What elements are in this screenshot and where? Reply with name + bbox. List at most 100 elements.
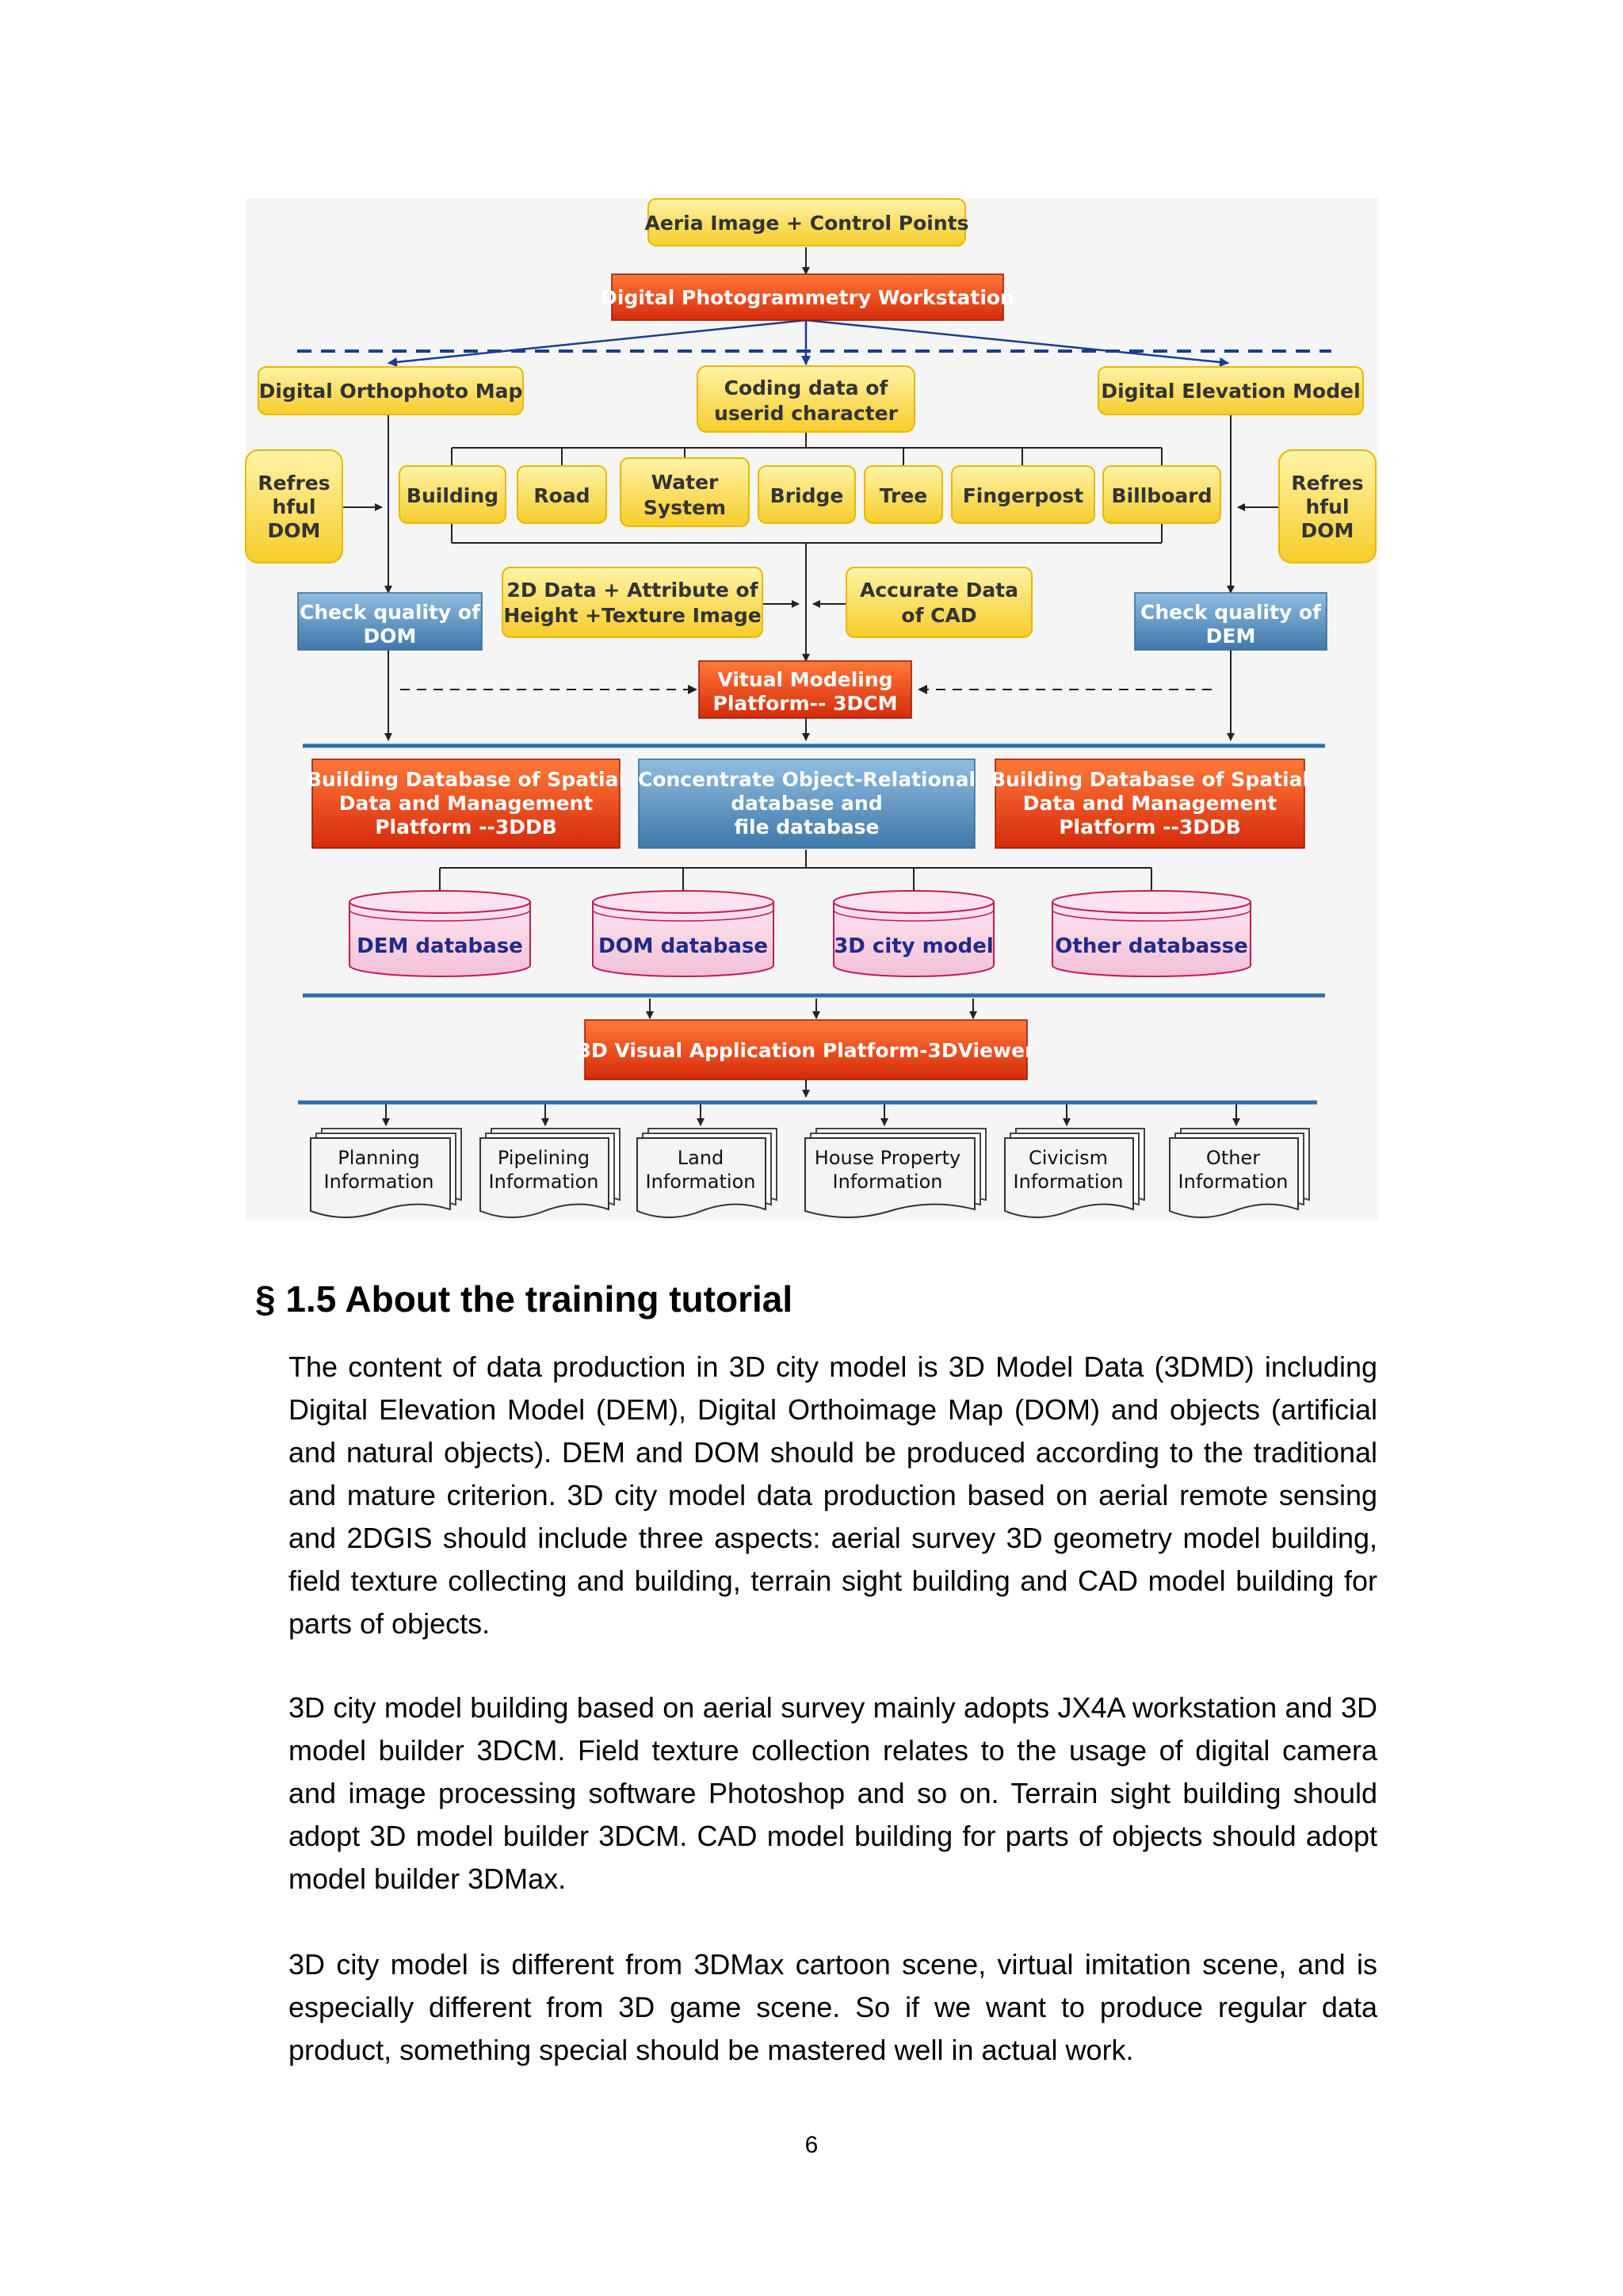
modeling-line1: Vitual Modeling [717,668,892,691]
page-number: 6 [804,2132,819,2158]
input-label: Aeria Image + Control Points [645,212,969,235]
section-symbol: § [255,1278,276,1320]
workstation-label: Digital Photogrammetry Workstation [601,286,1014,309]
object-building-label: Building [407,484,498,507]
refresh-right-line3: DOM [1301,519,1354,542]
data-2d-line2: Height +Texture Image [503,604,761,627]
check-dem-box [1134,592,1327,651]
check-dem-line2: DEM [1206,625,1256,648]
object-tree-label: Tree [880,484,928,507]
modeling-line2: Platform-- 3DCM [713,692,898,715]
cad-line1: Accurate Data [860,579,1018,602]
output-land-line1: Land [678,1147,724,1169]
output-pipelining-line2: Information [489,1171,599,1193]
object-fingerpost-label: Fingerpost [963,484,1084,507]
output-pipelining-line1: Pipelining [498,1147,590,1169]
output-pipelining: Pipelining Information [479,1128,621,1218]
paragraph-2: 3D city model building based on aerial s… [288,1691,1377,1895]
viewer-label: 3D Visual Application Platform-3DViewer [578,1039,1035,1062]
object-billboard-box [1102,465,1221,524]
dem-model-box [1098,366,1364,415]
coding-label-line1: Coding data of [724,376,889,399]
data-2d-box [502,567,763,638]
db-platform-right-box [995,758,1305,849]
workstation-box [611,273,1004,321]
output-planning-line1: Planning [338,1147,419,1169]
output-house-property-line2: Information [833,1171,943,1193]
paragraph-3: 3D city model is different from 3DMax ca… [288,1948,1377,2066]
object-water-label-line1: Water [651,471,719,494]
db-cylinder-3d-city: 3D city model [833,890,995,977]
coding-box [697,365,915,433]
object-fingerpost-box [951,465,1095,524]
output-land-line2: Information [646,1171,756,1193]
cad-line2: of CAD [901,604,976,627]
object-bridge-label: Bridge [770,484,844,507]
object-water-box [620,457,750,527]
refresh-right-line2: hful [1305,495,1349,518]
database-cylinders: DEM database DOM database 3D city model … [349,890,1251,977]
check-dom-line2: DOM [364,625,417,648]
viewer-box [584,1019,1028,1080]
dom-map-box [258,366,524,415]
refresh-left-line1: Refres [258,472,330,495]
object-bridge-box [758,465,856,524]
db-center-line3: file database [735,816,880,839]
cad-box [846,567,1033,638]
output-land: Land Information [636,1128,777,1218]
dom-map-label: Digital Orthophoto Map [259,380,523,403]
output-civicism: Civicism Information [1004,1128,1145,1218]
check-dom-line1: Check quality of [300,601,481,624]
paragraph-1: The content of data production in 3D cit… [288,1350,1377,1640]
db-center-line2: database and [731,792,882,815]
db-platform-right-line1: Building Database of Spatial [991,768,1309,791]
db-platform-right-line3: Platform --3DDB [1059,816,1241,839]
db-dem-label: DEM database [357,934,523,958]
db-center-box [638,758,976,849]
db-center-line1: Concentrate Object-Relational [638,768,976,791]
output-planning-line2: Information [324,1171,434,1193]
object-road-box [517,465,607,524]
refresh-left-box [245,449,343,563]
output-other-line1: Other [1206,1147,1260,1169]
flowchart-diagram: Aeria Image + Control Points Digital Pho… [245,198,1377,1218]
output-house-property-line1: House Property [815,1147,960,1169]
coding-label-line2: userid character [714,402,899,425]
db-dom-label: DOM database [598,934,768,958]
db-cylinder-dem: DEM database [349,890,531,977]
object-tree-box [864,465,943,524]
db-cylinder-other: Other databasse [1052,890,1251,977]
refresh-left-line3: DOM [268,519,321,542]
object-road-label: Road [533,484,590,507]
output-house-property: House Property Information [804,1128,987,1218]
output-civicism-line1: Civicism [1029,1147,1108,1169]
section-heading: § 1.5 About the training tutorial [255,1278,792,1320]
db-platform-left-box [311,758,621,849]
object-water-label-line2: System [643,496,726,519]
output-other: Other Information [1169,1128,1310,1218]
object-billboard-label: Billboard [1112,484,1212,507]
output-planning: Planning Information [310,1128,462,1218]
input-box [647,198,966,246]
check-dem-line1: Check quality of [1140,601,1322,624]
refresh-right-box [1278,449,1377,563]
object-boxes: Building Road Water System Bridge Tree F… [399,457,1221,527]
data-2d-line1: 2D Data + Attribute of [506,579,758,602]
db-3d-city-label: 3D city model [834,934,994,958]
db-platform-left-line1: Building Database of Spatial [307,768,625,791]
output-other-line2: Information [1178,1171,1289,1193]
dem-model-label: Digital Elevation Model [1101,380,1360,403]
db-platform-right-line2: Data and Management [1023,792,1277,815]
db-other-label: Other databasse [1055,934,1247,958]
output-documents: Planning Information Pipelining Informat… [310,1128,1310,1218]
object-building-box [399,465,506,524]
db-platform-left-line3: Platform --3DDB [375,816,557,839]
refresh-left-line2: hful [272,495,315,518]
output-civicism-line2: Information [1014,1171,1124,1193]
db-platform-left-line2: Data and Management [339,792,593,815]
section-title: 1.5 About the training tutorial [285,1278,793,1320]
refresh-right-line1: Refres [1291,472,1363,495]
modeling-box [698,660,912,719]
check-dom-box [297,592,483,651]
db-cylinder-dom: DOM database [592,890,774,977]
